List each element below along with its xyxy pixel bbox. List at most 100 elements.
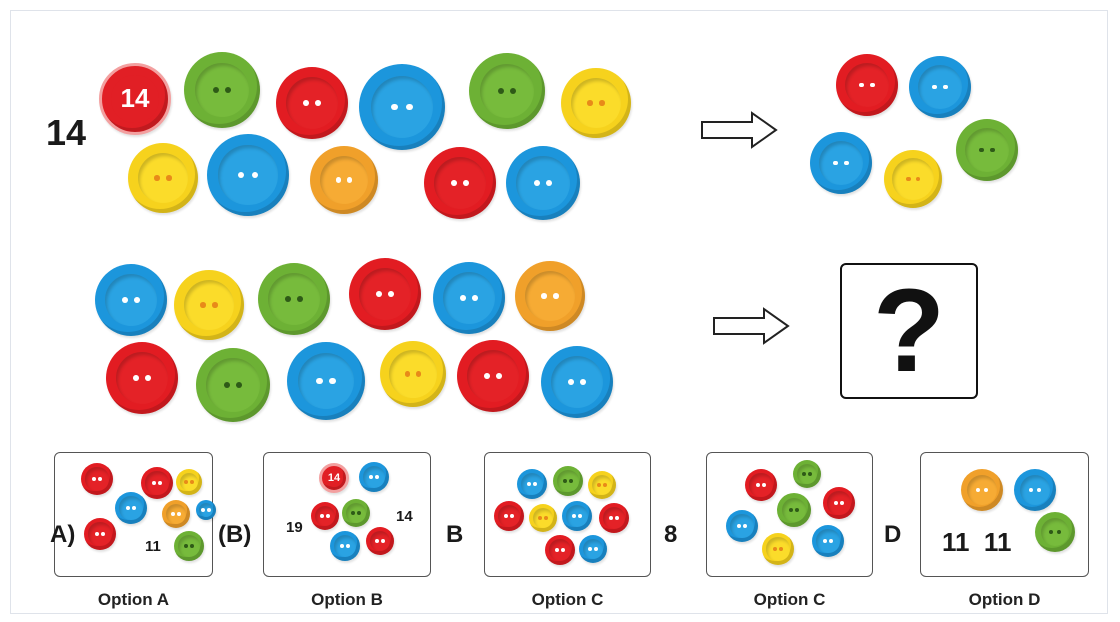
red-button-icon: [141, 467, 173, 499]
button-hole: [603, 483, 608, 487]
button-hole: [1036, 487, 1041, 492]
button-hole: [859, 82, 865, 88]
button-hole: [463, 180, 469, 186]
button-hole: [497, 87, 504, 94]
button-hole: [154, 175, 160, 181]
red-button-icon: [424, 147, 496, 219]
button-face: [524, 270, 576, 322]
yellow-button-icon: [762, 533, 794, 565]
button-face: [345, 502, 367, 524]
button-face: [178, 535, 200, 557]
button-face: [286, 77, 338, 129]
button-hole: [212, 302, 218, 308]
button-face: [179, 472, 199, 492]
button-hole: [374, 539, 379, 543]
option-b-box[interactable]: [263, 452, 431, 577]
button-hole: [510, 514, 515, 518]
green-button-icon: [258, 263, 330, 335]
red-button-icon: 14: [319, 463, 349, 493]
button-face: [781, 497, 807, 523]
yellow-button-icon: [884, 150, 942, 208]
button-hole: [587, 100, 593, 106]
button-hole: [553, 293, 559, 299]
button-hole: [755, 483, 760, 487]
button-hole: [736, 524, 741, 528]
button-hole: [599, 100, 605, 106]
button-hole: [145, 375, 151, 381]
button-face: [467, 350, 519, 402]
blue-button-icon: [115, 492, 147, 524]
button-face: [194, 62, 250, 118]
button-hole: [183, 480, 188, 484]
answer-placeholder-box: ?: [840, 263, 978, 399]
button-face: [816, 529, 840, 553]
blue-button-icon: [909, 56, 971, 118]
button-hole: [544, 516, 549, 520]
button-face: [165, 503, 187, 525]
option-c1-box[interactable]: [484, 452, 651, 577]
button-hole: [315, 100, 321, 106]
blue-button-icon: [359, 462, 389, 492]
button-hole: [594, 547, 599, 551]
button-face: [88, 522, 112, 546]
option-c2-box[interactable]: [706, 452, 873, 577]
button-hole: [151, 481, 156, 485]
blue-button-icon: [196, 500, 216, 520]
button-hole: [779, 547, 784, 551]
green-button-icon: [553, 466, 583, 496]
option-a-prefix: A): [50, 521, 76, 548]
button-hole: [1056, 529, 1061, 534]
button-hole: [822, 539, 827, 543]
button-hole: [833, 501, 838, 505]
button-hole: [976, 487, 981, 492]
button-hole: [587, 547, 592, 551]
button-hole: [346, 544, 351, 548]
button-face: [603, 507, 625, 529]
button-face: [334, 535, 356, 557]
button-hole: [795, 508, 800, 512]
button-face: [796, 463, 818, 485]
yellow-button-icon: [380, 341, 446, 407]
button-hole: [772, 547, 777, 551]
button-hole: [166, 175, 172, 181]
button-hole: [405, 103, 413, 111]
button-face: [314, 505, 336, 527]
button-hole: [526, 482, 531, 486]
green-button-icon: [342, 499, 370, 527]
button-hole: [537, 516, 542, 520]
button-face: [268, 273, 320, 325]
button-hole: [533, 180, 540, 186]
button-face: [183, 279, 235, 331]
button-hole: [170, 512, 175, 516]
button-hole: [339, 544, 344, 548]
button-hole: [190, 480, 195, 484]
option-d-box[interactable]: [920, 452, 1089, 577]
button-hole: [319, 514, 324, 518]
button-face: [116, 352, 168, 404]
red-button-icon: [599, 503, 629, 533]
green-button-icon: [196, 348, 270, 422]
question-mark: ?: [872, 265, 946, 397]
button-hole: [357, 511, 362, 515]
button-hole: [200, 302, 206, 308]
button-hole: [98, 477, 103, 481]
button-face: [566, 505, 588, 527]
button-hole: [762, 483, 767, 487]
button-hole: [979, 147, 985, 153]
button-hole: [496, 373, 502, 379]
option-b-right-number: 14: [396, 508, 413, 525]
button-hole: [206, 507, 211, 512]
option-b-caption: Option B: [311, 590, 383, 609]
button-hole: [303, 100, 309, 106]
button-face: [582, 538, 604, 560]
button-face: [498, 505, 520, 527]
button-hole: [177, 512, 182, 516]
button-hole: [375, 475, 380, 479]
button-face: [371, 76, 433, 138]
blue-button-icon: [579, 535, 607, 563]
button-hole: [801, 472, 806, 476]
button-face: [749, 473, 773, 497]
green-button-icon: [777, 493, 811, 527]
red-button-icon: [84, 518, 116, 550]
button-face: [591, 474, 613, 496]
